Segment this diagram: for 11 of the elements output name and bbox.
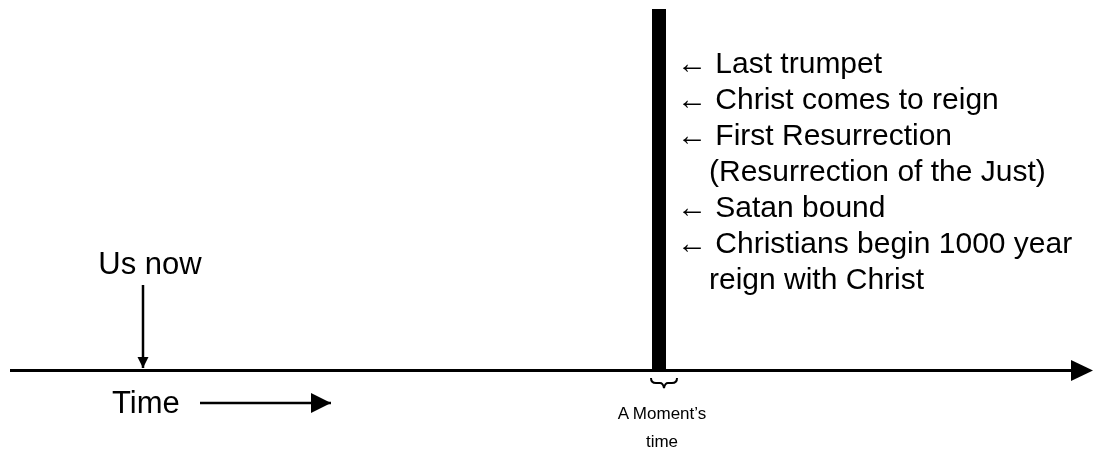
brace-label: A Moment’s time — [616, 403, 708, 453]
timeline-arrow — [10, 360, 1093, 381]
event-bar — [652, 9, 666, 370]
event-text: ← Christians begin 1000 year reign with Christ — [677, 225, 1074, 297]
event-text: ← First Resurrection (Resurrection of the Just) — [677, 117, 1047, 189]
event-text: ← Satan bound — [677, 189, 887, 225]
axis-label: Time — [112, 385, 180, 421]
event-text: ← Christ comes to reign — [677, 81, 1000, 117]
event-text: ← Last trumpet — [677, 45, 884, 81]
timeline-label: Us now — [97, 246, 203, 282]
arrow — [137, 285, 149, 368]
